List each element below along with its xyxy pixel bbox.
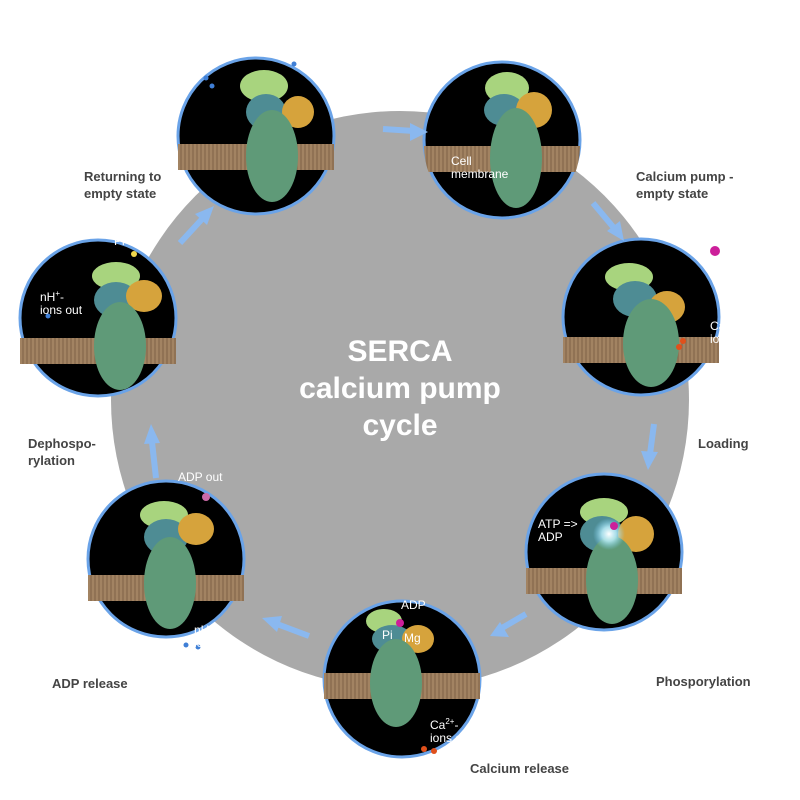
stage-4-calcium-release	[322, 599, 482, 759]
mg-out-label: Mg out	[300, 54, 337, 68]
vcg-logo-mark	[613, 634, 639, 658]
atp-to-adp-label: ATP => ADP	[538, 517, 578, 544]
ca-ions-in-label: Ca2+- ions in	[710, 318, 745, 346]
arrow-6-to-7	[177, 206, 214, 246]
cycle-arrows	[144, 123, 658, 639]
arrow-5-to-6	[144, 424, 160, 479]
arrow-2-to-3	[641, 423, 658, 470]
arrow-1-to-2	[590, 201, 624, 241]
cell-membrane-label: Cell membrane	[451, 154, 509, 181]
stage-7-returning	[176, 56, 336, 216]
nh-ions-out-label: nH+- ions out	[40, 289, 83, 317]
ca-ions-out-label: Ca2+- ions out	[430, 717, 473, 745]
label-dephosphorylation: Dephospo- rylation	[28, 436, 96, 468]
title-line-2: calcium pump	[299, 372, 501, 405]
adp-out-label: ADP out	[178, 470, 223, 484]
label-empty-state: Calcium pump - empty state	[636, 169, 734, 201]
arrow-3-to-4	[490, 611, 528, 637]
stage-2-loading	[561, 237, 721, 397]
adp-label: ADP	[401, 598, 426, 612]
title-line-1: SERCA	[347, 335, 453, 368]
watermark-id: VCG211558458489	[658, 655, 755, 667]
watermark-logo: VCG	[590, 648, 623, 665]
stage-6-dephosphorylation	[18, 238, 178, 398]
nh-ions-in-label: nH+- ions in	[194, 622, 229, 650]
atp-in-label: ATP in	[709, 265, 744, 279]
label-calcium-release: Calcium release	[470, 761, 570, 776]
arrow-7-to-1	[382, 123, 428, 141]
label-phosphorylation: Phosporylation	[656, 674, 751, 689]
label-returning: Returning to empty state	[84, 169, 162, 201]
diagram-title: SERCA calcium pump cycle	[240, 333, 560, 444]
pi-out-label: Pi out	[114, 234, 145, 248]
protein-1	[484, 72, 552, 208]
title-line-3: cycle	[362, 409, 438, 442]
pi-label: Pi	[382, 628, 393, 642]
stage-3-phosphorylation	[524, 472, 684, 632]
stage-5-adp-release	[86, 479, 246, 650]
stage-1-empty-state	[422, 60, 582, 220]
label-adp-release: ADP release	[52, 676, 128, 691]
arrow-4-to-5	[262, 616, 311, 639]
label-loading: Loading	[698, 436, 749, 451]
mg-label: Mg	[404, 631, 421, 645]
